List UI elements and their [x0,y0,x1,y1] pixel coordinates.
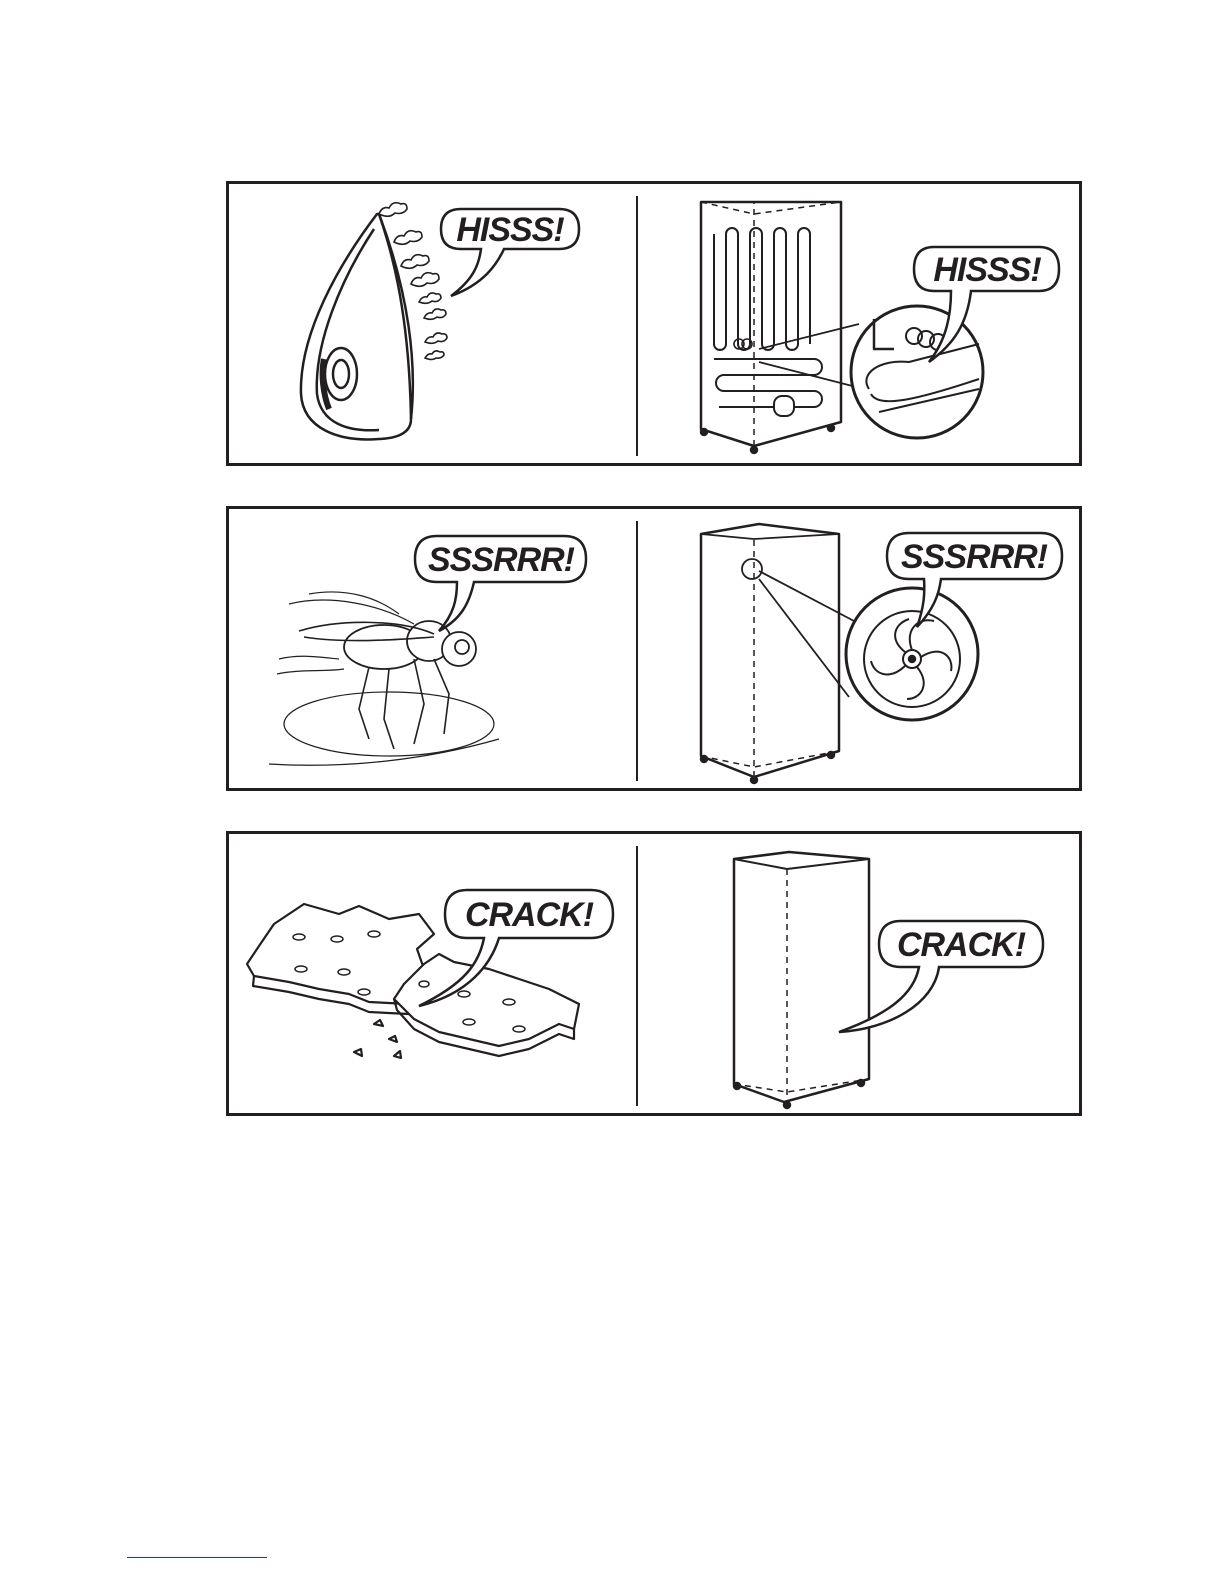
footer-rule [127,1557,267,1558]
panel-hisss-art: HISSS! HISSS! [229,184,1085,469]
sound-label-cracker: CRACK! [465,896,594,934]
sound-label-iron: HISSS! [456,211,564,249]
fridge-back-illustration [701,202,983,453]
speech-bubble-iron: HISSS! [441,209,579,296]
steam-iron-illustration [301,214,413,439]
sound-label-fridge-cabinet: CRACK! [897,926,1026,964]
panel-crack-art: CRACK! CRACK! [229,834,1085,1119]
panel-crack: CRACK! CRACK! [226,831,1082,1116]
sound-label-fridge-fan: SSSRRR! [901,538,1048,576]
panel-sssrrr-art: SSSRRR! SSSRRR! [229,509,1085,794]
fly-illustration [269,592,499,765]
sound-label-fly: SSSRRR! [428,541,575,579]
sound-label-fridge-back: HISSS! [933,251,1041,289]
speech-bubble-fly: SSSRRR! [415,536,586,631]
fridge-cabinet-illustration [734,852,869,1108]
panel-hisss: HISSS! HISSS! [226,181,1082,466]
panel-sssrrr: SSSRRR! SSSRRR! [226,506,1082,791]
